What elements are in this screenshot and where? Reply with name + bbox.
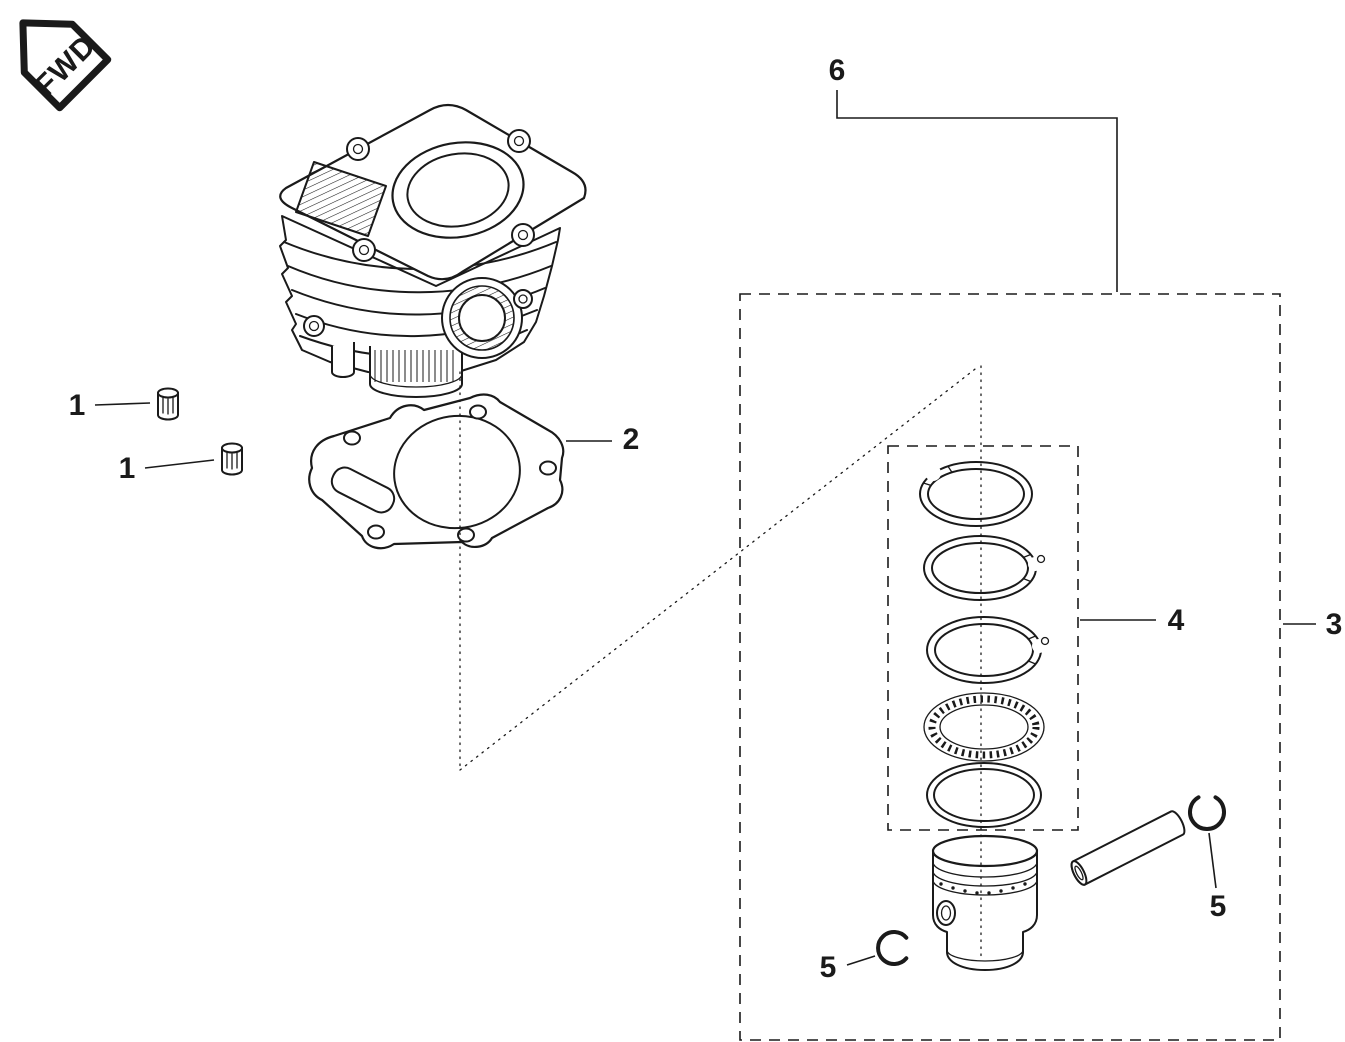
callout-5-left: 5 [820,951,837,984]
ring-end-hook [1036,554,1046,564]
piston-ring-top [919,461,1033,527]
oil-ring-expander [923,692,1045,762]
oil-drain-holes [939,882,1027,895]
spigot-knurl [374,350,458,382]
piston [931,834,1039,971]
callout-5-right: 5 [1210,890,1227,923]
ring-groove [932,861,1038,878]
circlip-left [876,930,909,966]
gasket-bolt-hole [469,404,487,420]
stud-hole [358,244,370,256]
spigot-rim [369,373,463,388]
piston-kit-box [739,293,1281,1041]
pin-boss-hole-inner [940,905,952,921]
ring-set-box [887,445,1079,831]
leader-1a [94,402,151,406]
gasket-slot [330,466,396,514]
ring-groove [932,879,1038,896]
callout-4: 4 [1168,604,1185,637]
leader-1b [144,459,215,469]
dowel-pin-a [157,387,179,421]
circlip-right [1188,795,1226,832]
callout-2: 2 [623,423,640,456]
cylinder-bore-inner [406,152,510,228]
cooling-fin [287,265,552,294]
piston-ring-second [923,535,1046,601]
piston-pin [1070,810,1186,886]
stud-hole [352,143,364,155]
piston-crown [931,834,1039,868]
dowel-pin-b [221,442,243,476]
stud-hole [308,320,320,332]
alignment-axis-diagonal [459,365,980,771]
ring-end-hook [1040,636,1050,646]
side-boss-hole [518,294,528,304]
callout-1b: 1 [119,452,136,485]
pin-bore [1074,865,1084,881]
leader-5-right [1208,832,1217,889]
cylinder-block [279,103,587,398]
piston-body [932,850,1038,971]
spigot-foot [331,342,355,378]
leader-5-left [846,955,876,966]
stud-hole [513,135,525,147]
callouts: 6 3 4 2 1 1 5 5 [69,54,1343,984]
callout-6: 6 [829,54,846,87]
leader-6 [836,90,1118,292]
head-gasket [308,393,565,550]
piston-ring-third [926,616,1050,684]
ring-groove [932,870,1038,887]
gasket-bore-hole [393,414,521,530]
stud-hole [517,229,529,241]
skirt-rim [946,949,1024,962]
gasket-bolt-hole [343,430,361,446]
oil-ring-rail [926,762,1042,828]
fwd-arrow-icon [19,19,112,112]
callout-1a: 1 [69,389,86,422]
gasket-bolt-hole [457,527,475,543]
fwd-arrow-badge: FWD [19,19,112,112]
gasket-bolt-hole [539,460,557,476]
gasket-bolt-hole [367,524,385,540]
callout-3: 3 [1326,608,1343,641]
front-boss-bore [458,294,506,342]
cam-chain-tunnel [295,161,387,237]
